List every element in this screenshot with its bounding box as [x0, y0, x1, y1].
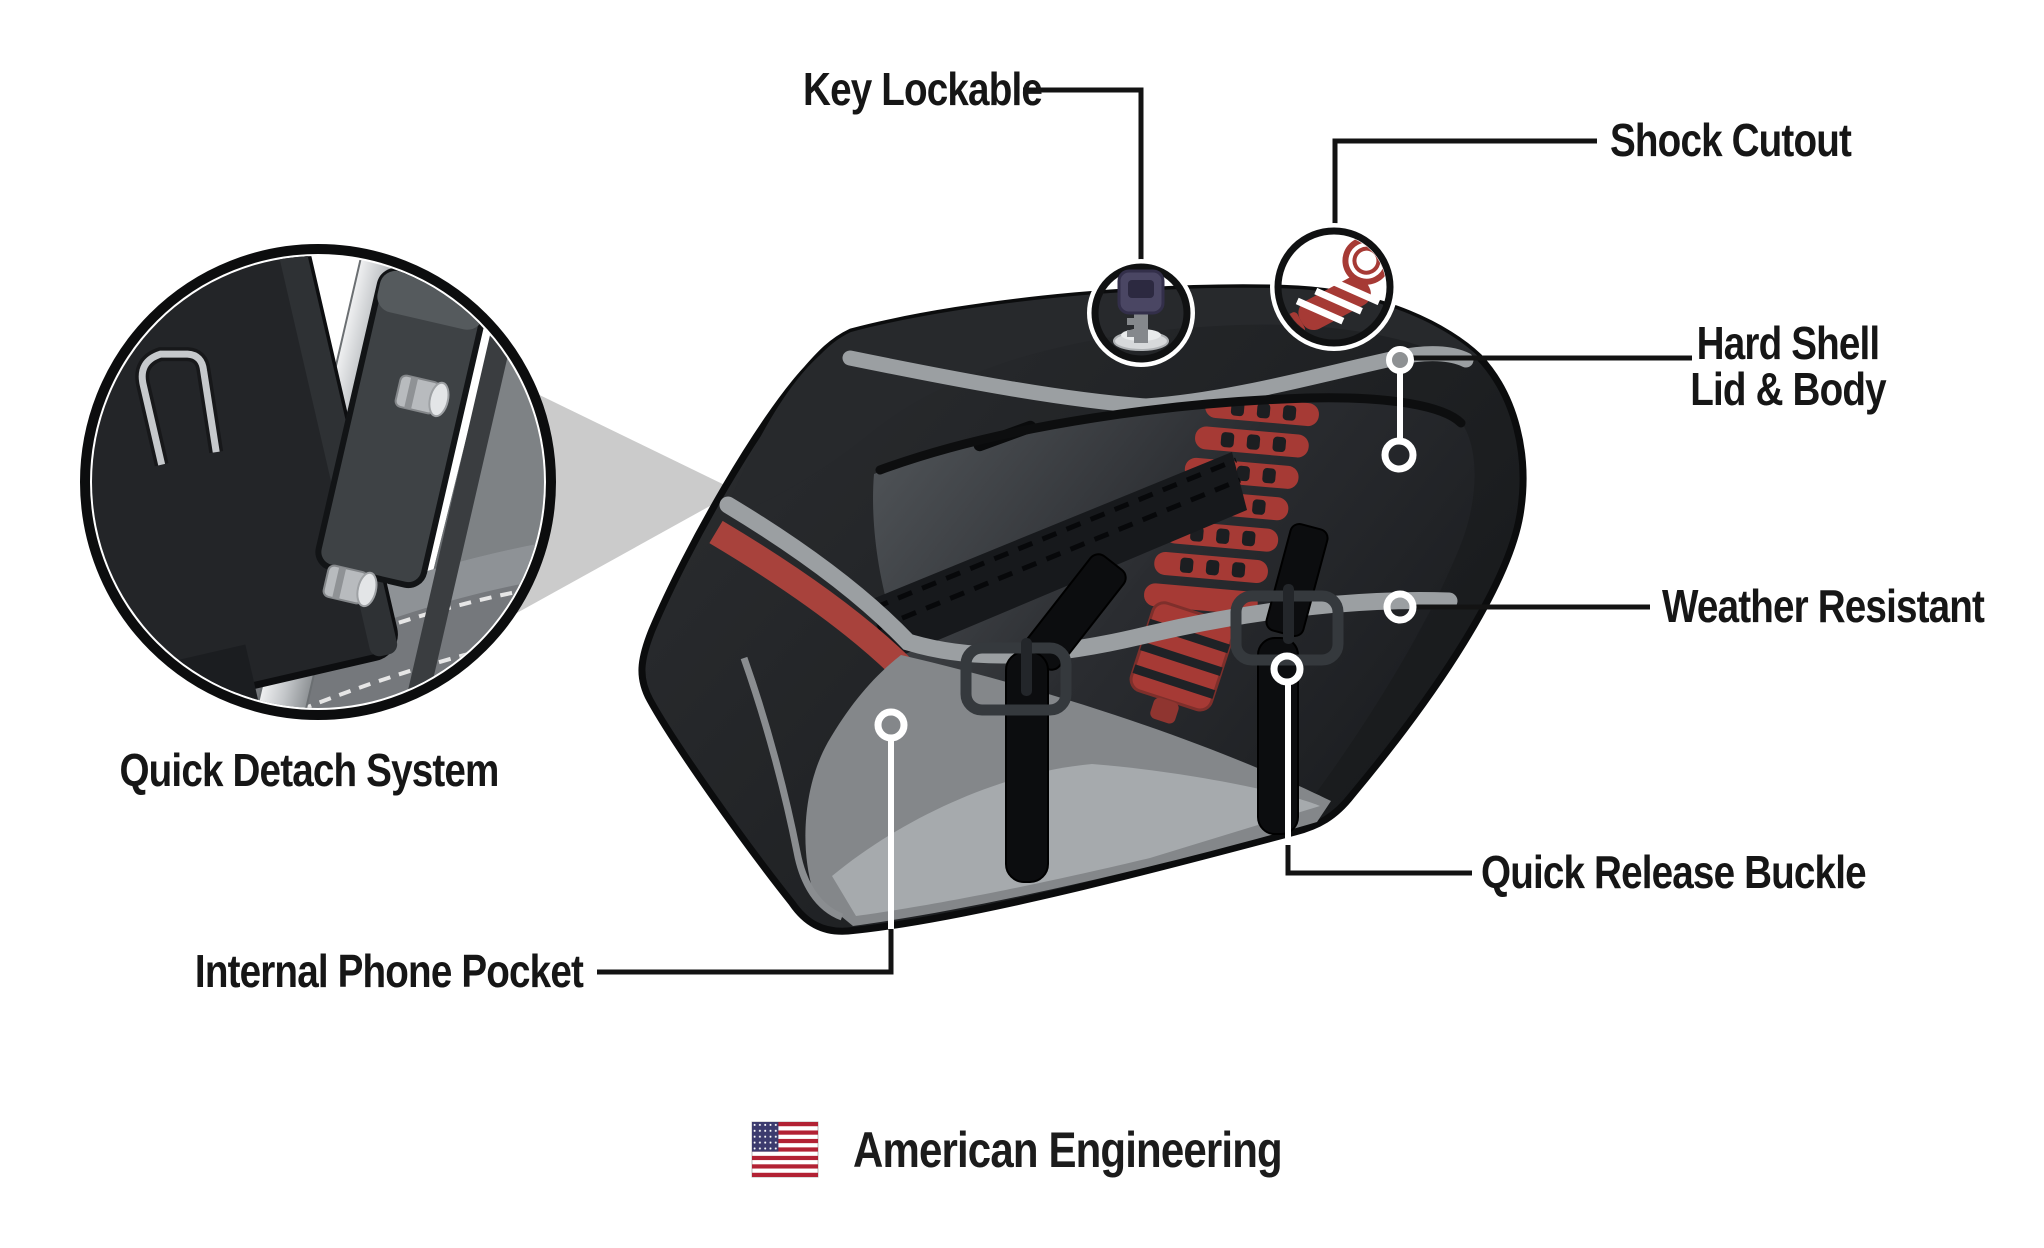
callout-marker-phone-pocket [874, 708, 908, 742]
label-internal-phone-pocket: Internal Phone Pocket [195, 946, 584, 997]
saddlebag [638, 284, 1527, 935]
callout-marker-weather-resistant [1383, 590, 1417, 624]
label-quick-release-buckle: Quick Release Buckle [1481, 847, 1866, 898]
mounting-pin [394, 374, 450, 418]
lid-opening-line [875, 393, 1466, 475]
label-key-lockable: Key Lockable [803, 64, 1042, 115]
magnifier-circle-border [80, 244, 556, 720]
bottom-piping [740, 656, 844, 921]
callout-marker-quick-release [1270, 652, 1304, 686]
label-hard-shell-line1: Hard Shell [1697, 318, 1880, 369]
label-quick-detach-system: Quick Detach System [119, 745, 498, 796]
callout-marker-hard-shell-top [1386, 346, 1414, 374]
label-weather-resistant: Weather Resistant [1662, 581, 1985, 632]
callout-line-key-lockable [1023, 87, 1144, 262]
left-strap [960, 553, 1127, 883]
us-flag-icon [751, 1121, 819, 1178]
docking-wire-loop [135, 347, 224, 467]
mounting-pin [322, 564, 378, 608]
callout-line-phone-pocket [597, 929, 894, 975]
callout-line-quick-release [1285, 845, 1472, 876]
key-icon [1087, 259, 1195, 367]
bag-lid [728, 287, 1479, 512]
label-shock-cutout: Shock Cutout [1610, 115, 1852, 166]
quick-detach-magnifier-inset [80, 244, 737, 720]
footer: American Engineering [751, 1121, 1283, 1178]
lid-trim [842, 346, 1474, 414]
gusset-highlight [832, 764, 1320, 916]
left-buckle [960, 642, 1072, 716]
red-accent-stripe [709, 520, 920, 686]
stitched-flap [870, 452, 1247, 662]
callout-marker-hard-shell [1381, 437, 1417, 473]
callout-line-shock-cutout [1332, 138, 1597, 226]
shock-absorber-icon [1270, 223, 1398, 351]
label-hard-shell-line2: Lid & Body [1690, 364, 1887, 415]
bottom-bracket [132, 644, 262, 708]
callout-connectors [597, 87, 1692, 975]
footer-text: American Engineering [853, 1122, 1282, 1178]
